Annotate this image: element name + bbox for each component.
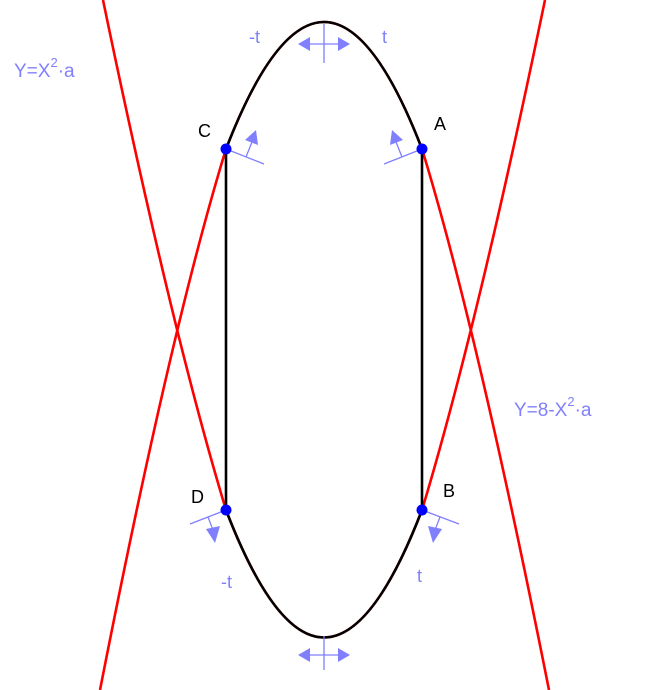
closed-outline — [224, 20, 424, 639]
bottom-tangent-marker — [298, 636, 350, 670]
bottom-right-t-label: t — [417, 566, 422, 586]
normal-marker-d — [189, 509, 227, 543]
point-d-label: D — [191, 487, 204, 507]
point-a-label: A — [434, 114, 446, 134]
top-right-t-label: t — [382, 27, 387, 47]
point-a-dot[interactable] — [416, 143, 428, 155]
bottom-left-t-label: -t — [221, 572, 232, 592]
normal-marker-c — [225, 130, 265, 165]
top-tangent-marker — [298, 24, 350, 63]
equation-right-label: Y=8-X2·a — [514, 394, 592, 421]
point-c-label: C — [198, 121, 211, 141]
normal-marker-b — [421, 509, 460, 543]
equation-left-label: Y=X2·a — [14, 55, 75, 82]
point-c-dot[interactable] — [220, 143, 232, 155]
parabola-y-eq-8-minus-x2a — [101, 0, 547, 639]
point-b-label: B — [443, 481, 455, 501]
point-b-dot[interactable] — [416, 504, 428, 516]
top-left-t-label: -t — [249, 27, 260, 47]
parabola-y-eq-x2a — [98, 20, 551, 690]
point-d-dot[interactable] — [220, 504, 232, 516]
normal-marker-a — [383, 130, 423, 165]
